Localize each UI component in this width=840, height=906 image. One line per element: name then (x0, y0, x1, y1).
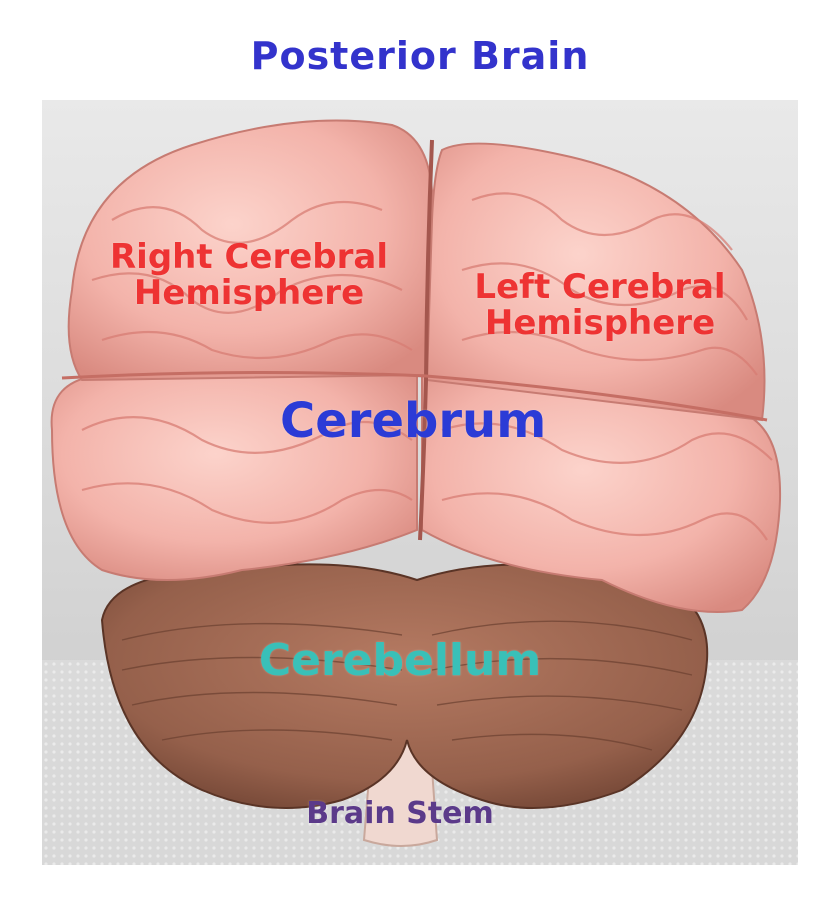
left-occipital-shape (421, 373, 782, 613)
label-right-cerebral-hemisphere: Right Cerebral Hemisphere (104, 237, 394, 313)
label-left-line1: Left Cerebral (474, 267, 726, 307)
brain-model-photo (42, 100, 798, 865)
label-left-cerebral-hemisphere: Left Cerebral Hemisphere (460, 267, 740, 343)
label-cerebrum: Cerebrum (280, 393, 547, 449)
label-cerebellum: Cerebellum (258, 635, 542, 686)
label-right-line2: Hemisphere (133, 272, 365, 313)
label-left-line2: Hemisphere (484, 302, 716, 343)
left-hemisphere-shape (425, 142, 766, 422)
cerebellum-shape (100, 563, 709, 809)
page-title: Posterior Brain (250, 34, 590, 78)
label-right-line1: Right Cerebral (109, 237, 388, 277)
label-brain-stem: Brain Stem (306, 796, 494, 831)
right-hemisphere-shape (67, 119, 434, 382)
transverse-line (61, 370, 768, 422)
longitudinal-fissure (418, 139, 434, 541)
